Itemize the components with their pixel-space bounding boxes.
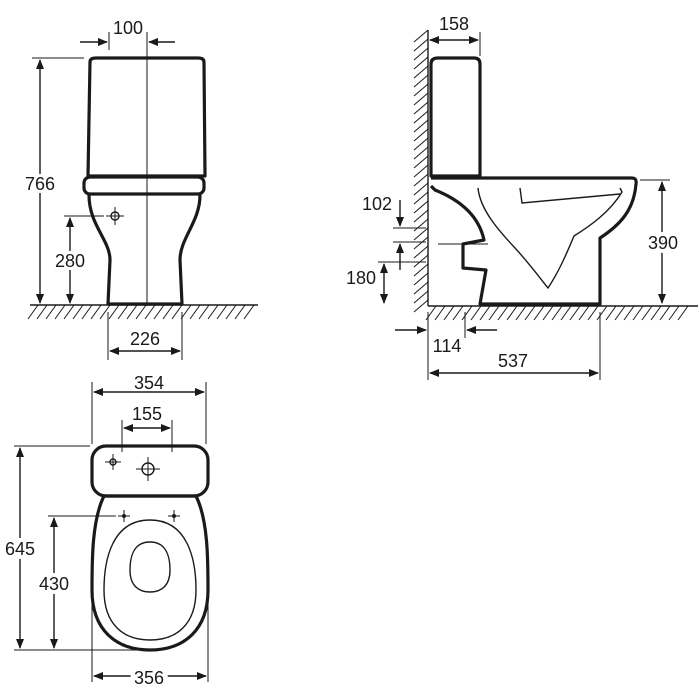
side-bowl-inner	[477, 187, 623, 290]
side-floor-hatch	[425, 305, 689, 321]
front-seat-band	[82, 175, 206, 196]
top-bowl-opening	[129, 541, 171, 593]
dim-top-bowl-width: 356	[134, 668, 164, 688]
dim-front-outlet-height: 280	[55, 251, 85, 271]
side-wall-hatch	[413, 29, 429, 313]
front-tank	[86, 56, 207, 178]
side-view: 158 102 180 390 114 537	[346, 14, 698, 380]
dim-top-bowl-length: 430	[39, 574, 69, 594]
top-bowl	[90, 494, 210, 652]
dim-side-rim-height: 390	[648, 233, 678, 253]
top-seat-rim	[103, 519, 197, 641]
dim-side-overall-depth: 537	[498, 351, 528, 371]
front-bowl	[87, 194, 202, 306]
dim-side-outlet-offset: 114	[433, 336, 462, 356]
dim-front-top-width: 100	[113, 18, 143, 38]
dim-front-base-width: 226	[130, 329, 160, 349]
side-tank	[429, 56, 482, 178]
top-view: 354 155 645 430 356	[1, 373, 210, 692]
dim-side-tank-depth: 158	[439, 14, 469, 34]
dim-side-outlet-center-height: 180	[346, 268, 376, 288]
dim-top-tank-width: 354	[134, 373, 164, 393]
front-view: 100 766 280 226	[22, 18, 258, 360]
dim-front-overall-height: 766	[25, 174, 55, 194]
front-floor-hatch	[27, 304, 255, 320]
side-bowl	[429, 176, 638, 306]
top-tank	[90, 444, 210, 498]
dim-top-overall-length: 645	[5, 539, 35, 559]
dim-side-inlet-height: 102	[362, 194, 392, 214]
dim-top-hole-spacing: 155	[132, 404, 162, 424]
